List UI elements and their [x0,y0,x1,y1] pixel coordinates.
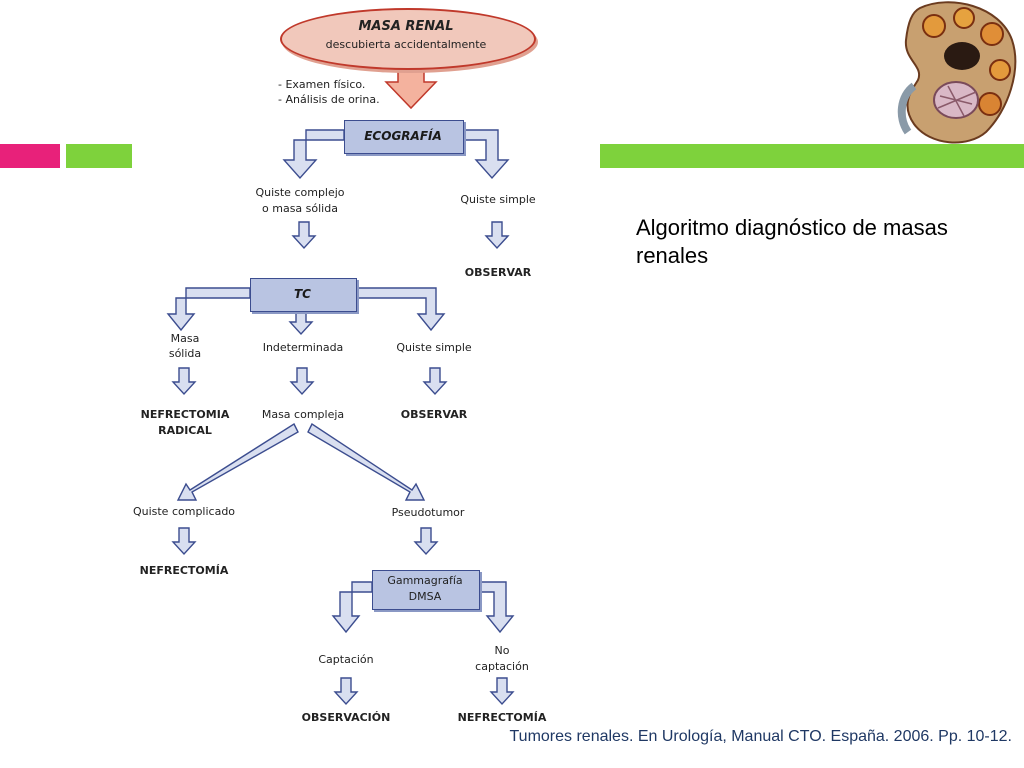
kidney-illustration-icon [890,0,1024,146]
quiste-complejo-line1: Quiste complejo [255,186,345,199]
pre-step-urine: - Análisis de orina. [278,93,380,106]
quiste-complicado: Quiste complicado [132,505,236,518]
accent-bar-green-right [600,144,1024,168]
masa-compleja: Masa compleja [261,408,345,421]
indeterminada: Indeterminada [262,341,344,354]
tc-box [250,278,357,312]
observacion: OBSERVACIÓN [301,711,391,724]
ecografia-label: ECOGRAFÍA [364,129,442,143]
captacion: Captación [318,653,374,666]
nefrectomia-radical-line1: NEFRECTOMIA [140,408,230,421]
start-title: MASA RENAL [358,19,454,34]
flowchart-connectors [166,57,515,705]
gammagrafia-box [372,570,480,610]
no-captacion-line2: captación [475,660,529,673]
nefrectomia-1: NEFRECTOMÍA [139,564,229,577]
quiste-complejo-line2: o masa sólida [262,202,338,215]
tc-label: TC [294,287,311,301]
quiste-simple-1: Quiste simple [460,193,536,206]
observar-2: OBSERVAR [400,408,468,421]
gammagrafia-line1: Gammagrafía [387,574,463,587]
nefrectomia-radical-line2: RADICAL [158,424,212,437]
pre-step-exam: - Examen físico. [278,78,366,91]
masa-solida-line2: sólida [168,347,202,360]
start-subtitle: descubierta accidentalmente [325,38,487,51]
citation: Tumores renales. En Urología, Manual CTO… [509,728,1013,745]
ecografia-box [344,120,464,154]
no-captacion-line1: No [494,644,510,657]
accent-bar-green-left [66,144,132,168]
start-oval [280,8,536,70]
observar-1: OBSERVAR [464,266,532,279]
slide-title: Algoritmo diagnóstico de masas renales [636,215,948,268]
accent-bar-pink [0,144,60,168]
gammagrafia-line2: DMSA [408,590,442,603]
quiste-simple-2: Quiste simple [396,341,472,354]
masa-solida-line1: Masa [170,332,200,345]
nefrectomia-2: NEFRECTOMÍA [457,711,547,724]
pseudotumor: Pseudotumor [391,506,465,519]
flowchart: MASA RENAL descubierta accidentalmente -… [132,8,547,724]
